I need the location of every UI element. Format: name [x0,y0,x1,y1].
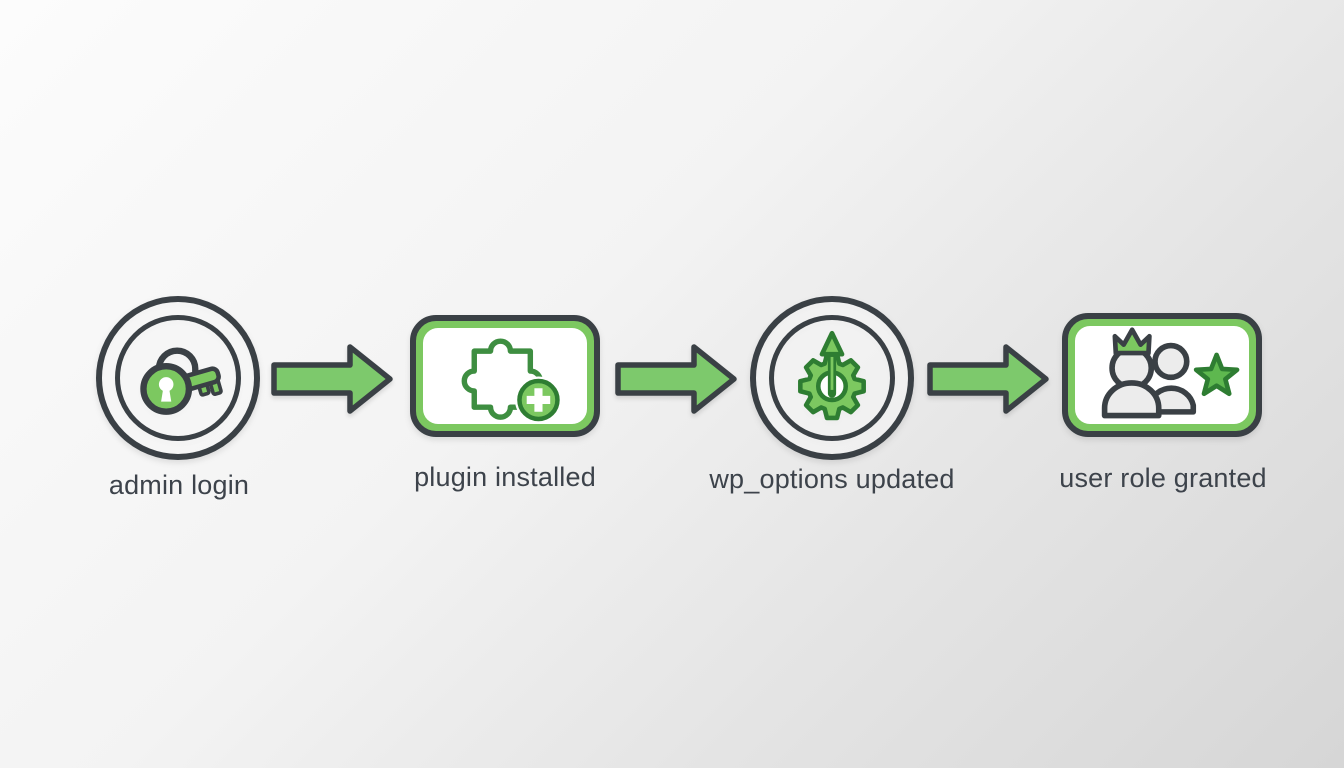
arrow-right-icon [271,344,393,414]
step-label-wp-options-updated: wp_options updated [709,464,955,494]
step-label-plugin-installed: plugin installed [414,462,596,492]
gear-update-icon [798,330,866,421]
step-node-plugin-installed [410,315,600,437]
step-label-user-role-granted: user role granted [1059,463,1267,493]
step-node-wp-options-updated [750,296,914,460]
circle-inner-ring [115,315,241,441]
step-node-admin-login [96,296,260,460]
circle-inner-ring [769,315,895,441]
step-node-user-role-granted [1062,313,1262,437]
users-crown-star-icon [1101,327,1240,419]
lock-key-icon [140,347,223,415]
step-label-admin-login: admin login [108,470,250,500]
arrow-right-icon [615,344,737,414]
arrow-right-icon [927,344,1049,414]
puzzle-plus-icon [461,338,562,424]
